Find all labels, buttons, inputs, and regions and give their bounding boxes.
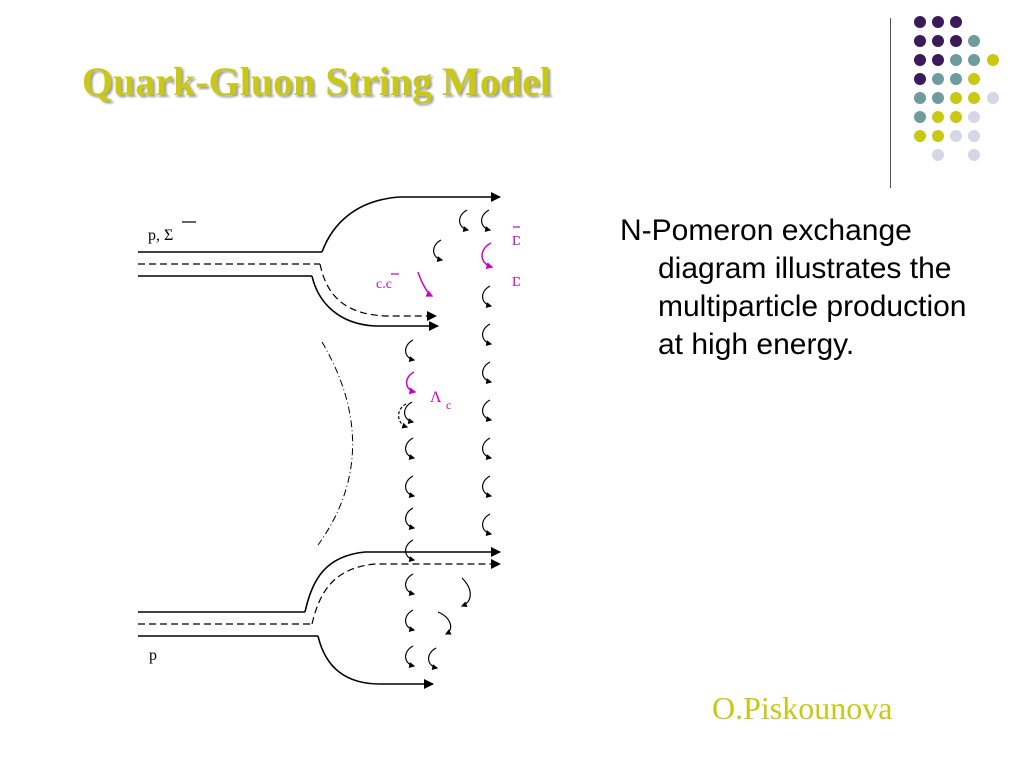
decor-dot bbox=[950, 54, 962, 66]
decor-dot bbox=[914, 54, 926, 66]
decor-dot bbox=[932, 111, 944, 123]
decor-dot bbox=[932, 16, 944, 28]
label-bottom-particle: p bbox=[149, 647, 157, 664]
quark-hooks-lower-right bbox=[437, 577, 471, 635]
decor-dot bbox=[932, 54, 944, 66]
decor-dot bbox=[914, 92, 926, 104]
upper-incoming-lines bbox=[138, 192, 501, 331]
decor-dot bbox=[914, 130, 926, 142]
decor-dot bbox=[968, 111, 980, 123]
decor-dot bbox=[968, 130, 980, 142]
decor-dot bbox=[932, 35, 944, 47]
slide-description: N-Pomeron exchange diagram illustrates t… bbox=[620, 212, 980, 364]
label-lambda-sub: c bbox=[446, 398, 451, 412]
decor-dot bbox=[950, 73, 962, 85]
pomeron-exchange-curve bbox=[317, 341, 354, 546]
decor-dot bbox=[950, 92, 962, 104]
decor-dot bbox=[914, 35, 926, 47]
decor-dot bbox=[932, 130, 944, 142]
label-cc: c.c bbox=[376, 277, 392, 292]
decor-dot bbox=[968, 149, 980, 161]
decor-dot bbox=[968, 35, 980, 47]
label-dbar: D bbox=[512, 234, 520, 249]
description-text: N-Pomeron exchange diagram illustrates t… bbox=[620, 214, 967, 361]
pomeron-exchange-diagram: p, Σ p c.c D D Λ c bbox=[138, 192, 520, 689]
label-top-particle: p, Σ bbox=[148, 227, 173, 244]
decor-dot bbox=[914, 73, 926, 85]
decor-dot bbox=[968, 54, 980, 66]
quark-hooks-outer bbox=[459, 209, 493, 536]
decor-dot bbox=[950, 16, 962, 28]
decor-dot bbox=[950, 111, 962, 123]
label-d: D bbox=[512, 275, 520, 290]
decor-dot bbox=[950, 130, 962, 142]
decor-dot bbox=[932, 73, 944, 85]
decor-dot bbox=[987, 92, 999, 104]
slide-title: Quark-Gluon String Model bbox=[82, 59, 551, 104]
decor-dot bbox=[950, 35, 962, 47]
decor-dot bbox=[914, 16, 926, 28]
quark-hooks-inner bbox=[398, 239, 444, 670]
decor-dot bbox=[968, 92, 980, 104]
author-name: O.Piskounova bbox=[712, 690, 893, 726]
decorative-dot-grid bbox=[914, 16, 999, 161]
decor-dot bbox=[914, 111, 926, 123]
lower-incoming-lines bbox=[138, 547, 501, 689]
decor-dot bbox=[987, 54, 999, 66]
decor-dot bbox=[932, 149, 944, 161]
decor-dot bbox=[932, 92, 944, 104]
vertical-divider bbox=[890, 18, 891, 188]
decor-dot bbox=[968, 73, 980, 85]
label-lambda: Λ bbox=[430, 389, 442, 406]
charm-quark-hooks bbox=[405, 242, 494, 395]
